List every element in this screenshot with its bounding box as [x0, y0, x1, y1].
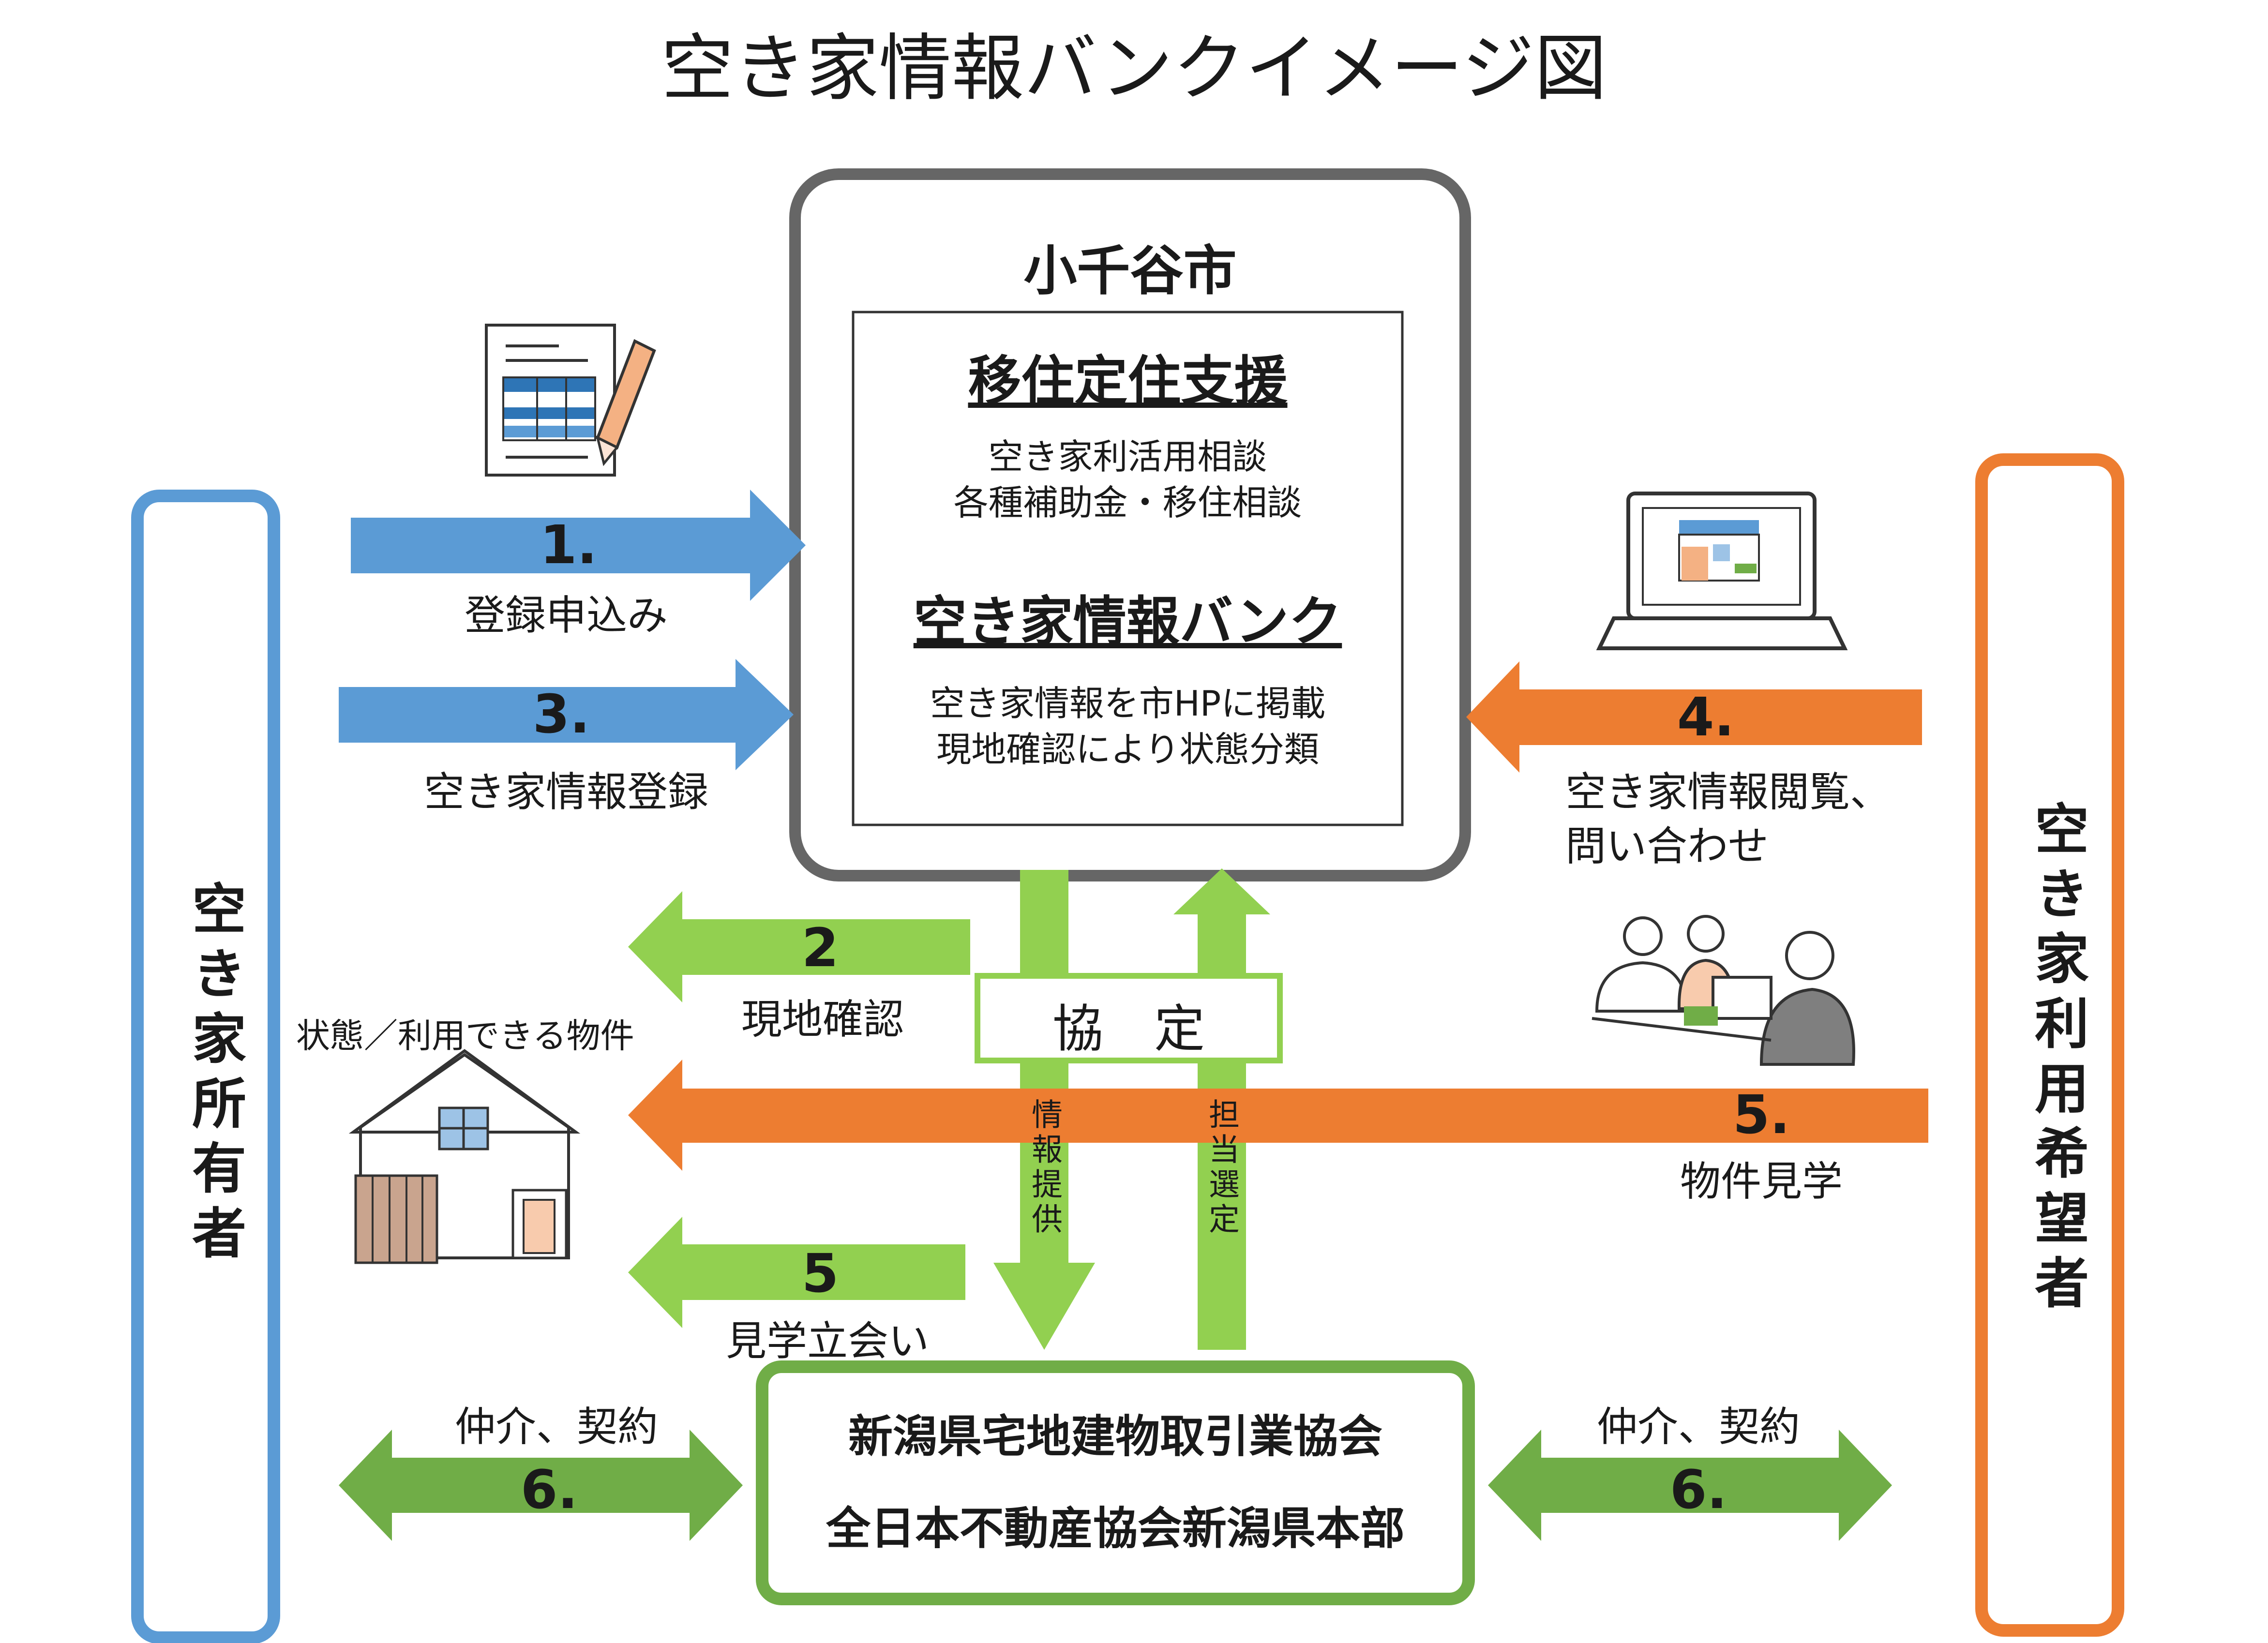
- user-label: 空き家利用希望者: [2026, 801, 2088, 1319]
- step-4-number: 4.: [1677, 686, 1735, 748]
- owner-label: 空き家所有者: [183, 881, 246, 1270]
- step-6-right-label: 仲介、契約: [1596, 1403, 1800, 1450]
- step-5-label: 物件見学: [1680, 1158, 1843, 1205]
- agreement-box: [975, 973, 1283, 1063]
- support-line-2: 各種補助金・移住相談: [953, 482, 1302, 523]
- step-6-left-number: 6.: [520, 1459, 578, 1521]
- step-3-number: 3.: [532, 683, 590, 745]
- step-3-label: 空き家情報登録: [423, 768, 708, 816]
- step-6-left-label: 仲介、契約: [454, 1403, 658, 1450]
- step-1-number: 1.: [540, 514, 598, 576]
- arrow-3: [339, 659, 794, 770]
- city-name: 小千谷市: [1023, 240, 1237, 302]
- association-line-1: 新潟県宅地建物取引業協会: [848, 1411, 1382, 1463]
- association-box: [756, 1360, 1475, 1605]
- arrow-4: [1466, 661, 1922, 773]
- arrow-6-right: [1488, 1430, 1892, 1541]
- arrow-1: [351, 490, 806, 601]
- info-provision-label: 情報提供: [1026, 1098, 1062, 1238]
- step-4-label-2: 問い合わせ: [1565, 822, 1769, 870]
- association-line-2: 全日本不動産協会新潟県本部: [826, 1503, 1405, 1554]
- bank-line-1: 空き家情報を市HPに掲載: [930, 683, 1326, 724]
- bank-title: 空き家情報バンク: [913, 591, 1342, 653]
- owner-box: [131, 490, 280, 1643]
- arrow-6-left: [339, 1430, 743, 1541]
- agreement-label: 協 定: [1052, 1000, 1205, 1059]
- step-5-attend-number: 5: [801, 1242, 839, 1304]
- step-5-attend-label: 見学立会い: [725, 1317, 929, 1365]
- step-4-label-1: 空き家情報閲覧、: [1565, 768, 1891, 816]
- staff-selection-label: 担当選定: [1203, 1098, 1239, 1238]
- user-box: [1975, 453, 2124, 1637]
- arrow-5-attend: [628, 1217, 965, 1328]
- application-form-icon: [485, 324, 656, 477]
- step-2-label: 現地確認: [741, 996, 904, 1043]
- step-5-number: 5.: [1732, 1084, 1790, 1146]
- step-1-label: 登録申込み: [464, 592, 668, 639]
- laptop-icon: [1596, 492, 1848, 650]
- support-line-1: 空き家利活用相談: [988, 436, 1267, 477]
- step-2-number: 2: [801, 917, 839, 979]
- city-inner-box: [852, 311, 1404, 826]
- support-title: 移住定住支援: [968, 350, 1288, 412]
- arrow-2: [628, 891, 970, 1002]
- consultation-people-icon: [1592, 915, 1855, 1066]
- house-caption: 状態／利用できる物件: [296, 1016, 634, 1056]
- arrow-5: [628, 1060, 1928, 1171]
- step-6-right-number: 6.: [1669, 1459, 1727, 1521]
- page-title: 空き家情報バンクイメージ図: [661, 27, 1607, 111]
- house-icon: [348, 1049, 581, 1264]
- bank-line-2: 現地確認により状態分類: [936, 729, 1319, 770]
